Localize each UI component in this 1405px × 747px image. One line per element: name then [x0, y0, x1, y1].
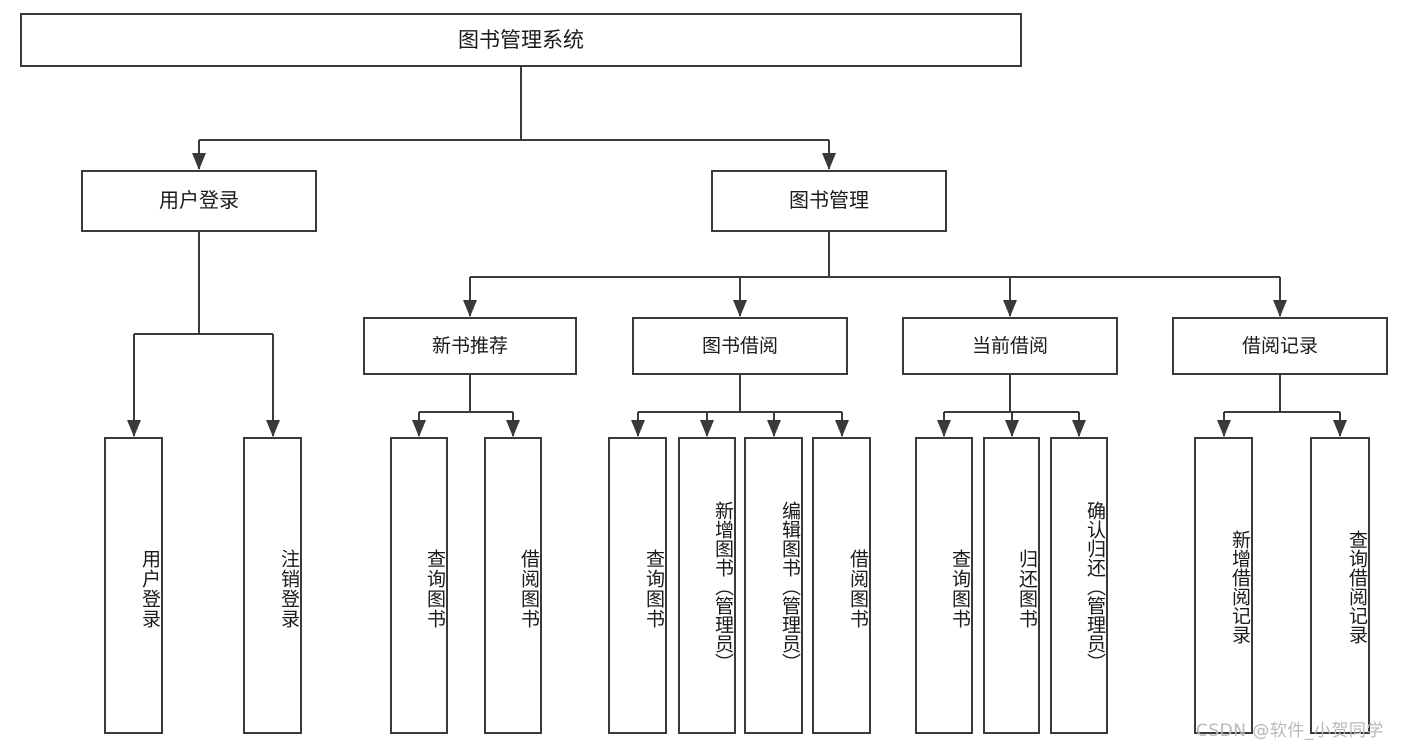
connector-arrowhead: [1273, 300, 1287, 317]
node-leaf-confirm-return-admin[interactable]: 确认归还（管理员）: [1050, 437, 1108, 734]
connector-arrowhead: [463, 300, 477, 317]
connector-arrowhead: [834, 420, 849, 437]
node-label: 图书管理: [789, 188, 869, 213]
node-book-manage[interactable]: 图书管理: [711, 170, 947, 232]
connector-arrowhead: [937, 420, 951, 437]
node-root-system[interactable]: 图书管理系统: [20, 13, 1022, 67]
node-label: 借阅图书: [518, 548, 540, 629]
node-leaf-edit-book-admin[interactable]: 编辑图书（管理员）: [744, 437, 803, 734]
node-leaf-query-book-current[interactable]: 查询图书: [915, 437, 973, 734]
connector-line-vertical: [828, 232, 830, 277]
connector-arrowhead: [1003, 300, 1017, 317]
connector-line-vertical: [739, 375, 741, 412]
csdn-watermark: CSDN @软件_小贺同学: [1196, 721, 1384, 741]
node-label: 新增借阅记录: [1229, 529, 1251, 644]
node-label: 用户登录: [159, 188, 239, 213]
node-leaf-query-book-borrow[interactable]: 查询图书: [608, 437, 667, 734]
connector-arrowhead: [1333, 420, 1347, 437]
connector-line-horizontal: [1223, 411, 1340, 413]
node-label: 用户登录: [139, 548, 161, 629]
node-leaf-query-book-recommend[interactable]: 查询图书: [390, 437, 448, 734]
connector-line-vertical: [1009, 375, 1011, 412]
connector-arrowhead: [766, 420, 781, 437]
connector-line-horizontal: [133, 333, 273, 335]
node-label: 查询图书: [424, 548, 446, 629]
connector-arrowhead: [1216, 420, 1231, 437]
node-user-login[interactable]: 用户登录: [81, 170, 317, 232]
node-label: 图书管理系统: [458, 27, 584, 52]
connector-arrowhead: [412, 420, 426, 437]
node-leaf-borrow-book[interactable]: 借阅图书: [812, 437, 871, 734]
node-label: 查询借阅记录: [1346, 529, 1368, 644]
node-leaf-borrow-book-recommend[interactable]: 借阅图书: [484, 437, 542, 734]
connector-arrowhead: [700, 420, 714, 437]
node-book-borrow[interactable]: 图书借阅: [632, 317, 848, 375]
connector-line-vertical: [198, 232, 200, 334]
connector-line-horizontal: [470, 276, 1280, 278]
node-label: 借阅记录: [1241, 334, 1318, 357]
connector-line-vertical: [520, 67, 522, 140]
node-borrow-record[interactable]: 借阅记录: [1172, 317, 1388, 375]
node-leaf-add-borrow-record[interactable]: 新增借阅记录: [1194, 437, 1253, 734]
node-leaf-return-book[interactable]: 归还图书: [983, 437, 1040, 734]
node-label: 编辑图书（管理员）: [779, 501, 801, 672]
node-label: 确认归还（管理员）: [1084, 501, 1106, 672]
connector-line-vertical: [271, 334, 274, 436]
node-leaf-user-login[interactable]: 用户登录: [104, 437, 163, 734]
node-new-book-recommend[interactable]: 新书推荐: [363, 317, 577, 375]
node-leaf-query-borrow-record[interactable]: 查询借阅记录: [1310, 437, 1370, 734]
connector-arrowhead: [126, 420, 141, 437]
connector-line-horizontal: [419, 411, 513, 413]
node-leaf-user-logout[interactable]: 注销登录: [243, 437, 302, 734]
node-label: 注销登录: [278, 548, 300, 629]
connector-arrowhead: [822, 153, 836, 170]
connector-line-vertical: [739, 277, 741, 316]
connector-arrowhead: [630, 420, 645, 437]
connector-line-vertical: [469, 375, 471, 412]
node-label: 查询图书: [643, 548, 665, 629]
node-label: 图书借阅: [701, 334, 778, 357]
connector-line-vertical: [1279, 375, 1281, 412]
node-label: 新增图书（管理员）: [712, 501, 734, 672]
connector-line-vertical: [132, 334, 135, 436]
connector-arrowhead: [1072, 420, 1086, 437]
node-current-borrow[interactable]: 当前借阅: [902, 317, 1118, 375]
connector-arrowhead: [506, 420, 520, 437]
connector-line-vertical: [1009, 277, 1011, 316]
node-label: 新书推荐: [431, 334, 508, 357]
node-label: 查询图书: [949, 548, 971, 629]
connector-arrowhead: [733, 300, 747, 317]
connector-line-vertical: [1279, 277, 1281, 316]
connector-arrowhead: [1004, 420, 1019, 437]
connector-line-vertical: [469, 277, 471, 316]
node-label: 借阅图书: [847, 548, 869, 629]
connector-arrowhead: [265, 420, 280, 437]
node-label: 当前借阅: [971, 334, 1048, 357]
connector-line-horizontal: [637, 411, 842, 413]
node-leaf-add-book-admin[interactable]: 新增图书（管理员）: [678, 437, 736, 734]
connector-line-horizontal: [199, 139, 829, 141]
connector-arrowhead: [192, 153, 206, 170]
node-label: 归还图书: [1016, 548, 1038, 629]
